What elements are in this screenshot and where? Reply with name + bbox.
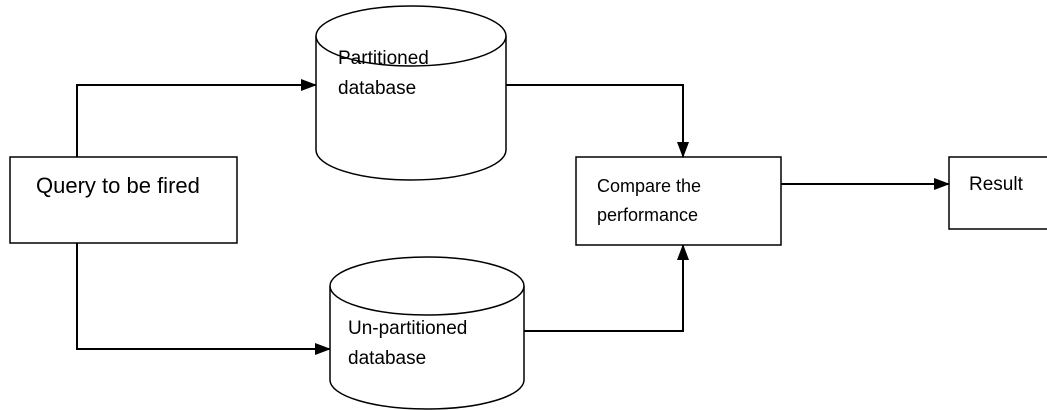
unpartitioned-database-cylinder bbox=[329, 256, 525, 410]
compare-label: Compare the performance bbox=[597, 172, 701, 230]
partitioned-database-label: Partitioned database bbox=[338, 44, 429, 104]
arrow-unpartitioned-to-compare bbox=[524, 244, 689, 332]
arrow-query-to-partitioned bbox=[76, 79, 317, 157]
arrow-query-to-unpartitioned bbox=[76, 243, 331, 355]
partitioned-database-cylinder bbox=[315, 5, 507, 181]
result-label-text: Result bbox=[969, 174, 1023, 195]
unpartitioned-database-label-line2: database bbox=[348, 348, 427, 369]
compare-label-line1: Compare the bbox=[597, 176, 702, 196]
result-box bbox=[948, 156, 1047, 230]
query-label-text: Query to be fired bbox=[36, 173, 200, 198]
compare-label-line2: performance bbox=[597, 205, 699, 225]
query-box bbox=[9, 156, 238, 244]
query-label: Query to be fired bbox=[36, 172, 200, 200]
unpartitioned-database-label: Un-partitioned database bbox=[348, 314, 467, 374]
compare-box bbox=[575, 156, 782, 246]
unpartitioned-database-label-line1: Un-partitioned bbox=[348, 318, 468, 339]
arrow-partitioned-to-compare bbox=[506, 84, 689, 158]
partitioned-database-label-line1: Partitioned bbox=[338, 48, 429, 69]
result-label: Result bbox=[969, 172, 1023, 198]
partitioned-database-label-line2: database bbox=[338, 78, 417, 99]
